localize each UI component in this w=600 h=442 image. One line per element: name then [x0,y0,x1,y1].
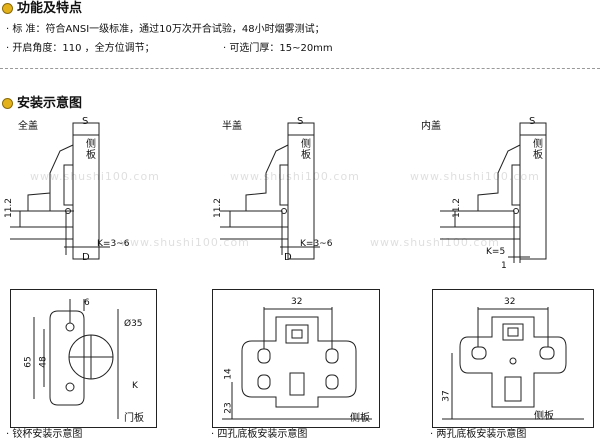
feature-item-door-thickness: · 可选门厚：15~20mm [223,43,333,54]
four-hole-dim-32: 32 [291,297,303,307]
two-hole-side-label: 侧板 [534,411,554,422]
half-dim-11-2: 11.2 [213,197,224,219]
inset-dim-1: 1 [501,261,507,271]
full-side-panel-label: 侧板 [86,139,96,161]
overlay-diagram-inset [440,122,547,263]
watermark-1: www.shushi100.com [30,170,160,183]
two-hole-dim-37: 37 [441,390,452,402]
install-title: 安装示意图 [17,96,83,111]
caption-two-hole: · 两孔底板安装示意图 [430,429,527,440]
features-bullet-icon [2,3,13,14]
watermark-3: www.shushi100.com [410,170,540,183]
full-d-label: D [82,252,90,263]
watermark-5: www.shushi100.com [370,236,500,249]
half-d-label: D [284,252,292,263]
cup-door-label: 门板 [124,413,144,424]
overlay-label-full: 全盖 [18,121,38,132]
cup-dim-6: 6 [84,298,90,308]
four-hole-side-label: 侧板 [350,413,370,424]
cup-install-frame [10,289,157,428]
two-hole-diagram [442,307,584,420]
half-s-label: S [297,116,304,127]
cup-dim-65: 65 [23,356,34,368]
full-s-label: S [82,116,89,127]
overlay-label-half: 半盖 [222,121,242,132]
four-hole-frame [212,289,380,428]
two-hole-dim-32: 32 [504,297,516,307]
inset-dim-11-2: 11.2 [452,197,463,219]
cup-dim-35: Ø35 [124,319,143,329]
full-k-label: K=3~6 [97,239,130,249]
four-hole-diagram [222,307,372,420]
watermark-2: www.shushi100.com [230,170,360,183]
cup-dim-48: 48 [38,356,49,368]
cup-dim-k: K [132,381,138,391]
inset-k-label: K=5 [486,247,506,257]
half-side-panel-label: 侧板 [301,139,311,161]
inset-s-label: S [529,116,536,127]
two-hole-frame [432,289,594,428]
caption-cup-install: · 铰杯安装示意图 [6,429,83,440]
feature-item-angle: · 开启角度：110 ，全方位调节； [6,43,155,54]
overlay-diagram-full [10,122,110,260]
four-hole-dim-14: 14 [223,368,234,380]
half-k-label: K=3~6 [300,239,333,249]
four-hole-dim-23: 23 [223,402,234,414]
full-dim-11-2: 11.2 [4,197,15,219]
cup-install-diagram [33,299,119,419]
inset-side-panel-label: 侧板 [533,139,543,161]
features-title: 功能及特点 [17,1,83,16]
watermark-4: www.shushi100.com [120,236,250,249]
install-bullet-icon [2,98,13,109]
section-divider [0,68,600,69]
overlay-diagram-half [220,122,320,260]
caption-four-hole: · 四孔底板安装示意图 [211,429,308,440]
overlay-label-inset: 内盖 [421,121,441,132]
feature-item-standard: · 标 准：符合ANSI一级标准，通过10万次开合试验，48小时烟雾测试； [6,24,325,35]
